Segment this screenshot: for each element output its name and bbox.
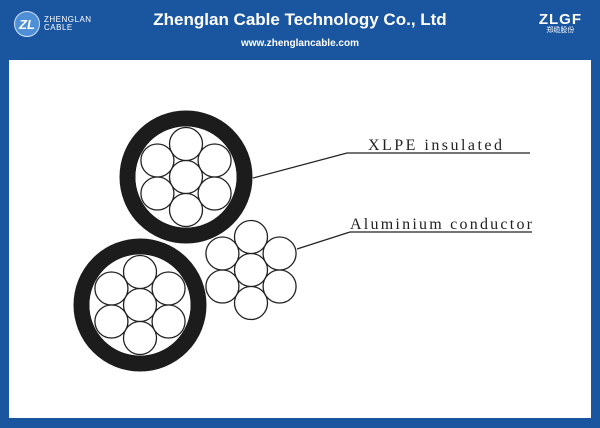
logo-text: ZHENGLAN CABLE xyxy=(44,16,92,32)
company-name: Zhenglan Cable Technology Co., Ltd xyxy=(153,10,447,29)
header-banner: ZL ZHENGLAN CABLE Zhenglan Cable Technol… xyxy=(0,0,600,58)
conductor-strand xyxy=(262,236,297,271)
logo-text-line2: CABLE xyxy=(44,23,73,32)
conductor-strand xyxy=(140,176,175,211)
conductor-strand xyxy=(197,143,232,178)
xlpe-insulation-ring xyxy=(73,238,207,372)
logo-mark-icon: ZL xyxy=(14,11,40,37)
conductor-strand xyxy=(94,271,129,306)
diagram-canvas: XLPE insulated Aluminium conductor xyxy=(9,60,591,418)
conductor-strand xyxy=(168,159,204,195)
conductor-strand xyxy=(197,176,232,211)
insulation-leader-line xyxy=(252,152,348,179)
conductor-strand xyxy=(168,126,204,162)
company-logo: ZL ZHENGLAN CABLE xyxy=(14,11,92,37)
conductor-strand xyxy=(205,236,240,271)
website-url: www.zhenglancable.com xyxy=(241,38,359,49)
logo-text-line1: ZHENGLAN xyxy=(44,15,92,24)
insulation-label: XLPE insulated xyxy=(368,137,502,154)
xlpe-insulation-ring xyxy=(119,110,253,244)
conductor-strand xyxy=(168,192,204,228)
conductor-strand xyxy=(122,287,158,323)
conductor-label: Aluminium conductor xyxy=(350,216,533,233)
conductor-strand xyxy=(122,320,158,356)
brand-sub: 郑缆股份 xyxy=(546,27,575,34)
conductor-strand xyxy=(233,285,269,321)
conductor-strand xyxy=(151,271,186,306)
conductor-leader-line xyxy=(296,231,351,250)
conductor-strand xyxy=(151,304,186,339)
brand-logo: ZLGF 郑缆股份 xyxy=(539,12,582,35)
conductor-strand xyxy=(140,143,175,178)
brand-mark: ZLGF xyxy=(538,11,582,28)
conductor-strand xyxy=(94,304,129,339)
conductor-strand xyxy=(122,254,158,290)
conductor-strand xyxy=(262,269,297,304)
conductor-strand xyxy=(205,269,240,304)
conductor-strand xyxy=(233,219,269,255)
conductor-strand xyxy=(233,252,269,288)
cable-cross-section-diagram: XLPE insulated Aluminium conductor xyxy=(73,110,533,372)
